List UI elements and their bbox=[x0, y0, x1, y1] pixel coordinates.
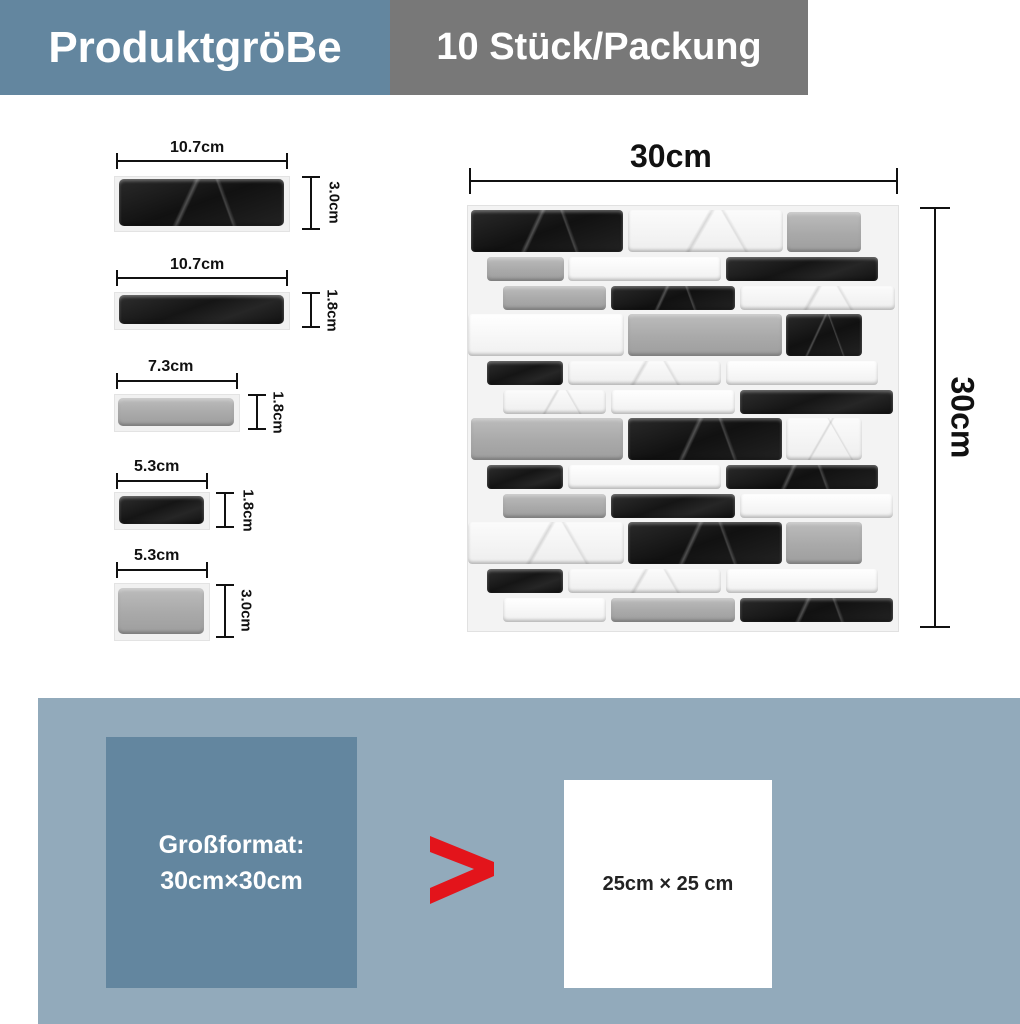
tile-1-width-tick-left bbox=[116, 153, 118, 169]
mosaic-tile bbox=[740, 494, 893, 518]
mosaic-tile bbox=[740, 286, 895, 310]
mosaic-sheet bbox=[467, 205, 899, 632]
mosaic-tile bbox=[468, 522, 624, 564]
mosaic-tile bbox=[503, 390, 606, 414]
mosaic-tile bbox=[471, 418, 623, 460]
mosaic-tile bbox=[726, 361, 878, 385]
mosaic-tile bbox=[726, 257, 878, 281]
tile-4-width-label: 5.3cm bbox=[134, 458, 180, 475]
mosaic-tile bbox=[487, 257, 564, 281]
mosaic-tile bbox=[568, 257, 721, 281]
tile-2-height-line bbox=[310, 292, 312, 328]
tile-1-height-label: 3.0cm bbox=[325, 181, 343, 224]
tile-5-width-line bbox=[116, 569, 208, 571]
tile-5-height-line bbox=[224, 584, 226, 638]
tile-3-height-line bbox=[256, 394, 258, 430]
tile-4-height-tick-top bbox=[216, 492, 234, 494]
sheet-width-tick-right bbox=[896, 168, 898, 194]
mosaic-tile bbox=[628, 418, 782, 460]
mosaic-tile bbox=[628, 210, 783, 252]
tile-5-width-tick-left bbox=[116, 562, 118, 578]
tile-2-width-label: 10.7cm bbox=[170, 256, 225, 273]
mosaic-tile bbox=[503, 286, 606, 310]
tile-3-width-tick-left bbox=[116, 373, 118, 389]
header-size-title: ProduktgröBe bbox=[0, 0, 390, 95]
mosaic-tile bbox=[568, 465, 721, 489]
sheet-height-label: 30cm bbox=[944, 376, 981, 459]
mosaic-tile bbox=[611, 286, 735, 310]
tile-1-height-tick-bottom bbox=[302, 228, 320, 230]
sheet-height-line bbox=[934, 208, 936, 628]
mosaic-tile bbox=[787, 212, 861, 252]
mosaic-tile bbox=[471, 210, 623, 252]
mosaic-tile bbox=[503, 598, 606, 622]
mosaic-tile bbox=[487, 465, 563, 489]
tile-1-width-line bbox=[116, 160, 288, 162]
mosaic-tile bbox=[628, 522, 782, 564]
mosaic-tile bbox=[786, 418, 862, 460]
sheet-height-tick-bottom bbox=[920, 626, 950, 628]
tile-5-width-label: 5.3cm bbox=[134, 547, 180, 564]
tile-2-width-line bbox=[116, 277, 288, 279]
tile-3-swatch bbox=[118, 398, 234, 426]
mosaic-tile bbox=[503, 494, 606, 518]
tile-4-width-line bbox=[116, 480, 208, 482]
tile-5-swatch bbox=[118, 588, 204, 634]
large-format-size: 30cm×30cm bbox=[160, 866, 303, 895]
mosaic-tile bbox=[487, 569, 563, 593]
tile-1-swatch bbox=[119, 179, 284, 226]
tile-3-height-tick-bottom bbox=[248, 428, 266, 430]
header-pack-count: 10 Stück/Packung bbox=[390, 0, 808, 95]
sheet-width-tick-left bbox=[469, 168, 471, 194]
tile-3-width-label: 7.3cm bbox=[148, 358, 194, 375]
mosaic-tile bbox=[568, 361, 721, 385]
mosaic-tile bbox=[726, 465, 878, 489]
tile-4-height-tick-bottom bbox=[216, 526, 234, 528]
tile-5-height-label: 3.0cm bbox=[237, 589, 255, 632]
large-format-label: Großformat: bbox=[158, 830, 305, 859]
tile-3-height-tick-top bbox=[248, 394, 266, 396]
mosaic-tile bbox=[628, 314, 782, 356]
tile-1-height-line bbox=[310, 176, 312, 230]
tile-4-width-tick-left bbox=[116, 473, 118, 489]
tile-4-width-tick-right bbox=[206, 473, 208, 489]
tile-2-swatch bbox=[119, 295, 284, 324]
mosaic-tile bbox=[568, 569, 721, 593]
small-format-box: 25cm × 25 cm bbox=[564, 780, 772, 988]
large-format-box: Großformat: 30cm×30cm bbox=[106, 737, 357, 988]
tile-5-height-tick-bottom bbox=[216, 636, 234, 638]
tile-2-height-tick-bottom bbox=[302, 326, 320, 328]
tile-3-width-line bbox=[116, 380, 238, 382]
mosaic-tile bbox=[611, 598, 735, 622]
mosaic-tile bbox=[726, 569, 878, 593]
tile-1-width-label: 10.7cm bbox=[170, 139, 225, 156]
tile-2-width-tick-left bbox=[116, 270, 118, 286]
tile-3-height-label: 1.8cm bbox=[269, 391, 287, 434]
tile-2-width-tick-right bbox=[286, 270, 288, 286]
tile-1-width-tick-right bbox=[286, 153, 288, 169]
mosaic-tile bbox=[611, 494, 735, 518]
greater-than-icon bbox=[430, 836, 494, 904]
sheet-height-tick-top bbox=[920, 207, 950, 209]
tile-2-height-label: 1.8cm bbox=[323, 289, 341, 332]
mosaic-tile bbox=[740, 598, 893, 622]
mosaic-tile bbox=[740, 390, 893, 414]
small-format-size: 25cm × 25 cm bbox=[602, 872, 734, 895]
sheet-width-label: 30cm bbox=[630, 138, 712, 174]
tile-4-swatch bbox=[119, 496, 204, 524]
mosaic-tile bbox=[611, 390, 735, 414]
tile-3-width-tick-right bbox=[236, 373, 238, 389]
sheet-width-line bbox=[470, 180, 898, 182]
tile-1-height-tick-top bbox=[302, 176, 320, 178]
tile-2-height-tick-top bbox=[302, 292, 320, 294]
mosaic-tile bbox=[487, 361, 563, 385]
tile-5-width-tick-right bbox=[206, 562, 208, 578]
tile-4-height-line bbox=[224, 492, 226, 528]
mosaic-tile bbox=[786, 522, 862, 564]
tile-5-height-tick-top bbox=[216, 584, 234, 586]
mosaic-tile bbox=[468, 314, 624, 356]
mosaic-tile bbox=[786, 314, 862, 356]
tile-4-height-label: 1.8cm bbox=[239, 489, 257, 532]
